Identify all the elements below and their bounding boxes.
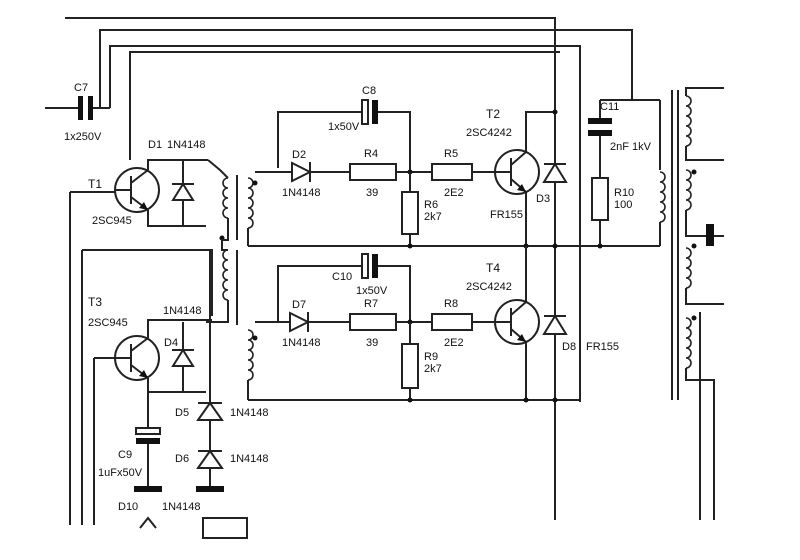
t1-label: T1	[88, 177, 102, 191]
r6-label: R6	[424, 199, 438, 211]
r7-label: R7	[364, 298, 378, 310]
resistor-r5: R5 2E2	[431, 148, 473, 199]
diode-d1: D1 1N4148	[148, 139, 206, 226]
diode-d5: D5 1N4148	[175, 401, 269, 421]
d5-type: 1N4148	[230, 407, 269, 419]
transistor-t2: T2 2SC4242	[466, 107, 540, 195]
diode-d4: D4 1N4148	[163, 305, 202, 392]
t3-type: 2SC945	[88, 317, 128, 329]
r9-label: R9	[424, 351, 438, 363]
diode-d3: D3 FR155	[490, 162, 568, 221]
capacitor-c7: C7 1x250V	[45, 82, 110, 143]
r7-value: 39	[366, 337, 378, 349]
t2-type: 2SC4242	[466, 127, 512, 139]
d1-label: D1	[148, 139, 162, 151]
c11-value: 2nF 1kV	[610, 141, 652, 153]
c10-value: 1x50V	[356, 285, 388, 297]
d2-type: 1N4148	[282, 187, 321, 199]
transformer-output	[659, 87, 724, 520]
c7-value: 1x250V	[64, 131, 102, 143]
r9-value: 2k7	[424, 363, 442, 375]
t1-type: 2SC945	[92, 215, 132, 227]
resistor-r6: R6 2k7	[401, 172, 442, 246]
r10-value: 100	[614, 199, 632, 211]
transistor-t1: T1 2SC945	[88, 167, 160, 227]
t4-type: 2SC4242	[466, 281, 512, 293]
d1-type: 1N4148	[167, 139, 206, 151]
r6-value: 2k7	[424, 211, 442, 223]
d6-type: 1N4148	[230, 453, 269, 465]
c9-value: 1uFx50V	[98, 467, 143, 479]
transistor-t4: T4 2SC4242	[466, 261, 540, 345]
r4-label: R4	[364, 148, 378, 160]
c8-label: C8	[362, 85, 376, 97]
d10-type: 1N4148	[162, 501, 201, 513]
top-wires	[65, 17, 633, 520]
t3-label: T3	[88, 295, 102, 309]
c7-label: C7	[74, 82, 88, 94]
resistor-r4: R4 39	[349, 148, 397, 199]
diode-d6: D6 1N4148	[175, 449, 269, 469]
d4-type: 1N4148	[163, 305, 202, 317]
d3-label: D3	[536, 193, 550, 205]
resistor-r9: R9 2k7	[401, 322, 442, 400]
c9-label: C9	[118, 449, 132, 461]
r5-value: 2E2	[444, 187, 464, 199]
c11-label: C11	[600, 101, 619, 113]
r8-value: 2E2	[444, 337, 464, 349]
d4-label: D4	[164, 337, 178, 349]
transformer-left	[219, 175, 258, 381]
transistor-t3: T3 2SC945	[88, 295, 160, 381]
d6-label: D6	[175, 453, 189, 465]
d7-type: 1N4148	[282, 337, 321, 349]
r4-value: 39	[366, 187, 378, 199]
resistor-r8: R8 2E2	[431, 298, 473, 349]
c8-value: 1x50V	[328, 121, 360, 133]
r5-label: R5	[444, 148, 458, 160]
capacitor-c10: C10 1x50V	[277, 253, 411, 322]
r8-label: R8	[444, 298, 458, 310]
capacitor-c9: C9 1uFx50V	[98, 392, 162, 492]
capacitor-c11: C11 2nF 1kV	[588, 100, 652, 178]
resistor-r7: R7 39	[349, 298, 397, 349]
d2-label: D2	[292, 149, 306, 161]
diode-d10: D10 1N4148	[118, 501, 201, 529]
diode-d7: D7 1N4148	[282, 299, 321, 349]
t4-label: T4	[486, 261, 500, 275]
diode-d8: D8 FR155	[542, 314, 619, 353]
d8-label: D8	[562, 341, 576, 353]
c10-label: C10	[332, 271, 352, 283]
t2-label: T2	[486, 107, 500, 121]
d8-type: FR155	[586, 341, 619, 353]
d3-type: FR155	[490, 209, 523, 221]
d7-label: D7	[292, 299, 306, 311]
r10-label: R10	[614, 187, 634, 199]
capacitor-c8: C8 1x50V	[277, 85, 411, 172]
d5-label: D5	[175, 407, 189, 419]
resistor-r10: R10 100	[591, 177, 634, 246]
diode-d2: D2 1N4148	[282, 149, 321, 199]
d10-label: D10	[118, 501, 138, 513]
